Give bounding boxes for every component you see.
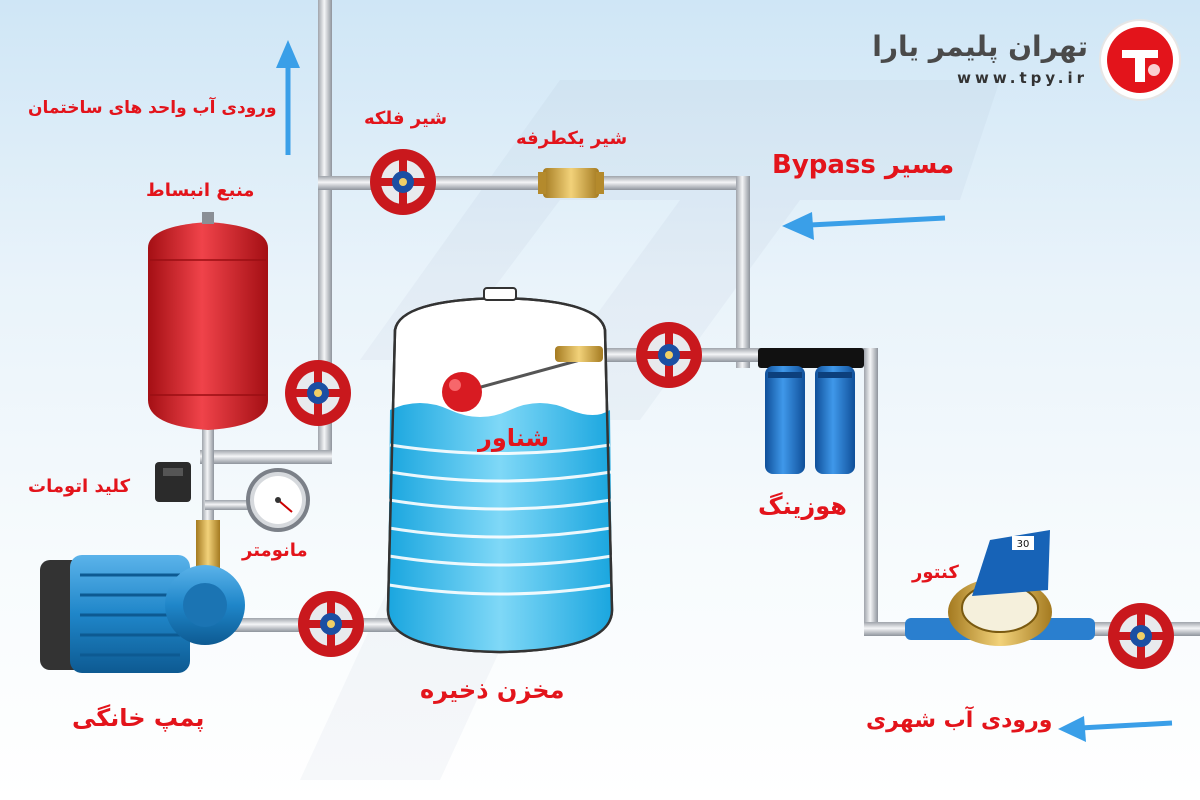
label-meter: کنتور (912, 562, 959, 583)
brand-logo (1099, 19, 1181, 101)
label-bypass-path: مسیر Bypass (772, 150, 955, 180)
meter-badge-text: 30 (1017, 539, 1030, 550)
storage-tank (386, 287, 614, 654)
label-check-valve: شیر یکطرفه (516, 128, 628, 149)
pump-fitting (196, 520, 220, 570)
gate-valve-tank-inlet (636, 322, 702, 388)
label-storage-tank: مخزن ذخیره (420, 676, 565, 704)
float-ball (442, 346, 603, 412)
manometer-gauge (246, 468, 310, 532)
flow-arrow-up (276, 40, 300, 155)
flow-arrow-city (1058, 716, 1173, 742)
gate-valve-city (1108, 603, 1174, 669)
label-filter-housing: هوزینگ (758, 492, 847, 520)
pressure-switch (155, 462, 191, 502)
label-pressure-switch: کلید اتومات (28, 476, 131, 497)
brand-block: تهران پلیمر یارا www.tpy.ir (872, 30, 1088, 87)
gate-valve-top (370, 149, 436, 215)
label-home-pump: پمپ خانگی (72, 704, 205, 732)
filter-housing (758, 348, 864, 474)
label-building-inlet: ورودی آب واحد های ساختمان (28, 98, 277, 118)
label-manometer: مانومتر (242, 540, 308, 561)
flow-arrow-bypass (782, 212, 946, 240)
home-pump (40, 555, 245, 673)
water-meter: 30 (905, 530, 1095, 646)
gate-valve-riser (285, 360, 351, 426)
expansion-tank (148, 212, 268, 430)
label-gate-valve: شیر فلکه (364, 108, 448, 129)
brand-name: تهران پلیمر یارا (872, 30, 1088, 63)
label-float: شناور (478, 424, 550, 452)
label-city-water-inlet: ورودی آب شهری (866, 708, 1053, 733)
label-expansion-tank: منبع انبساط (146, 180, 255, 201)
gate-valve-pump (298, 591, 364, 657)
brand-url: www.tpy.ir (957, 69, 1088, 87)
check-valve (538, 168, 604, 198)
